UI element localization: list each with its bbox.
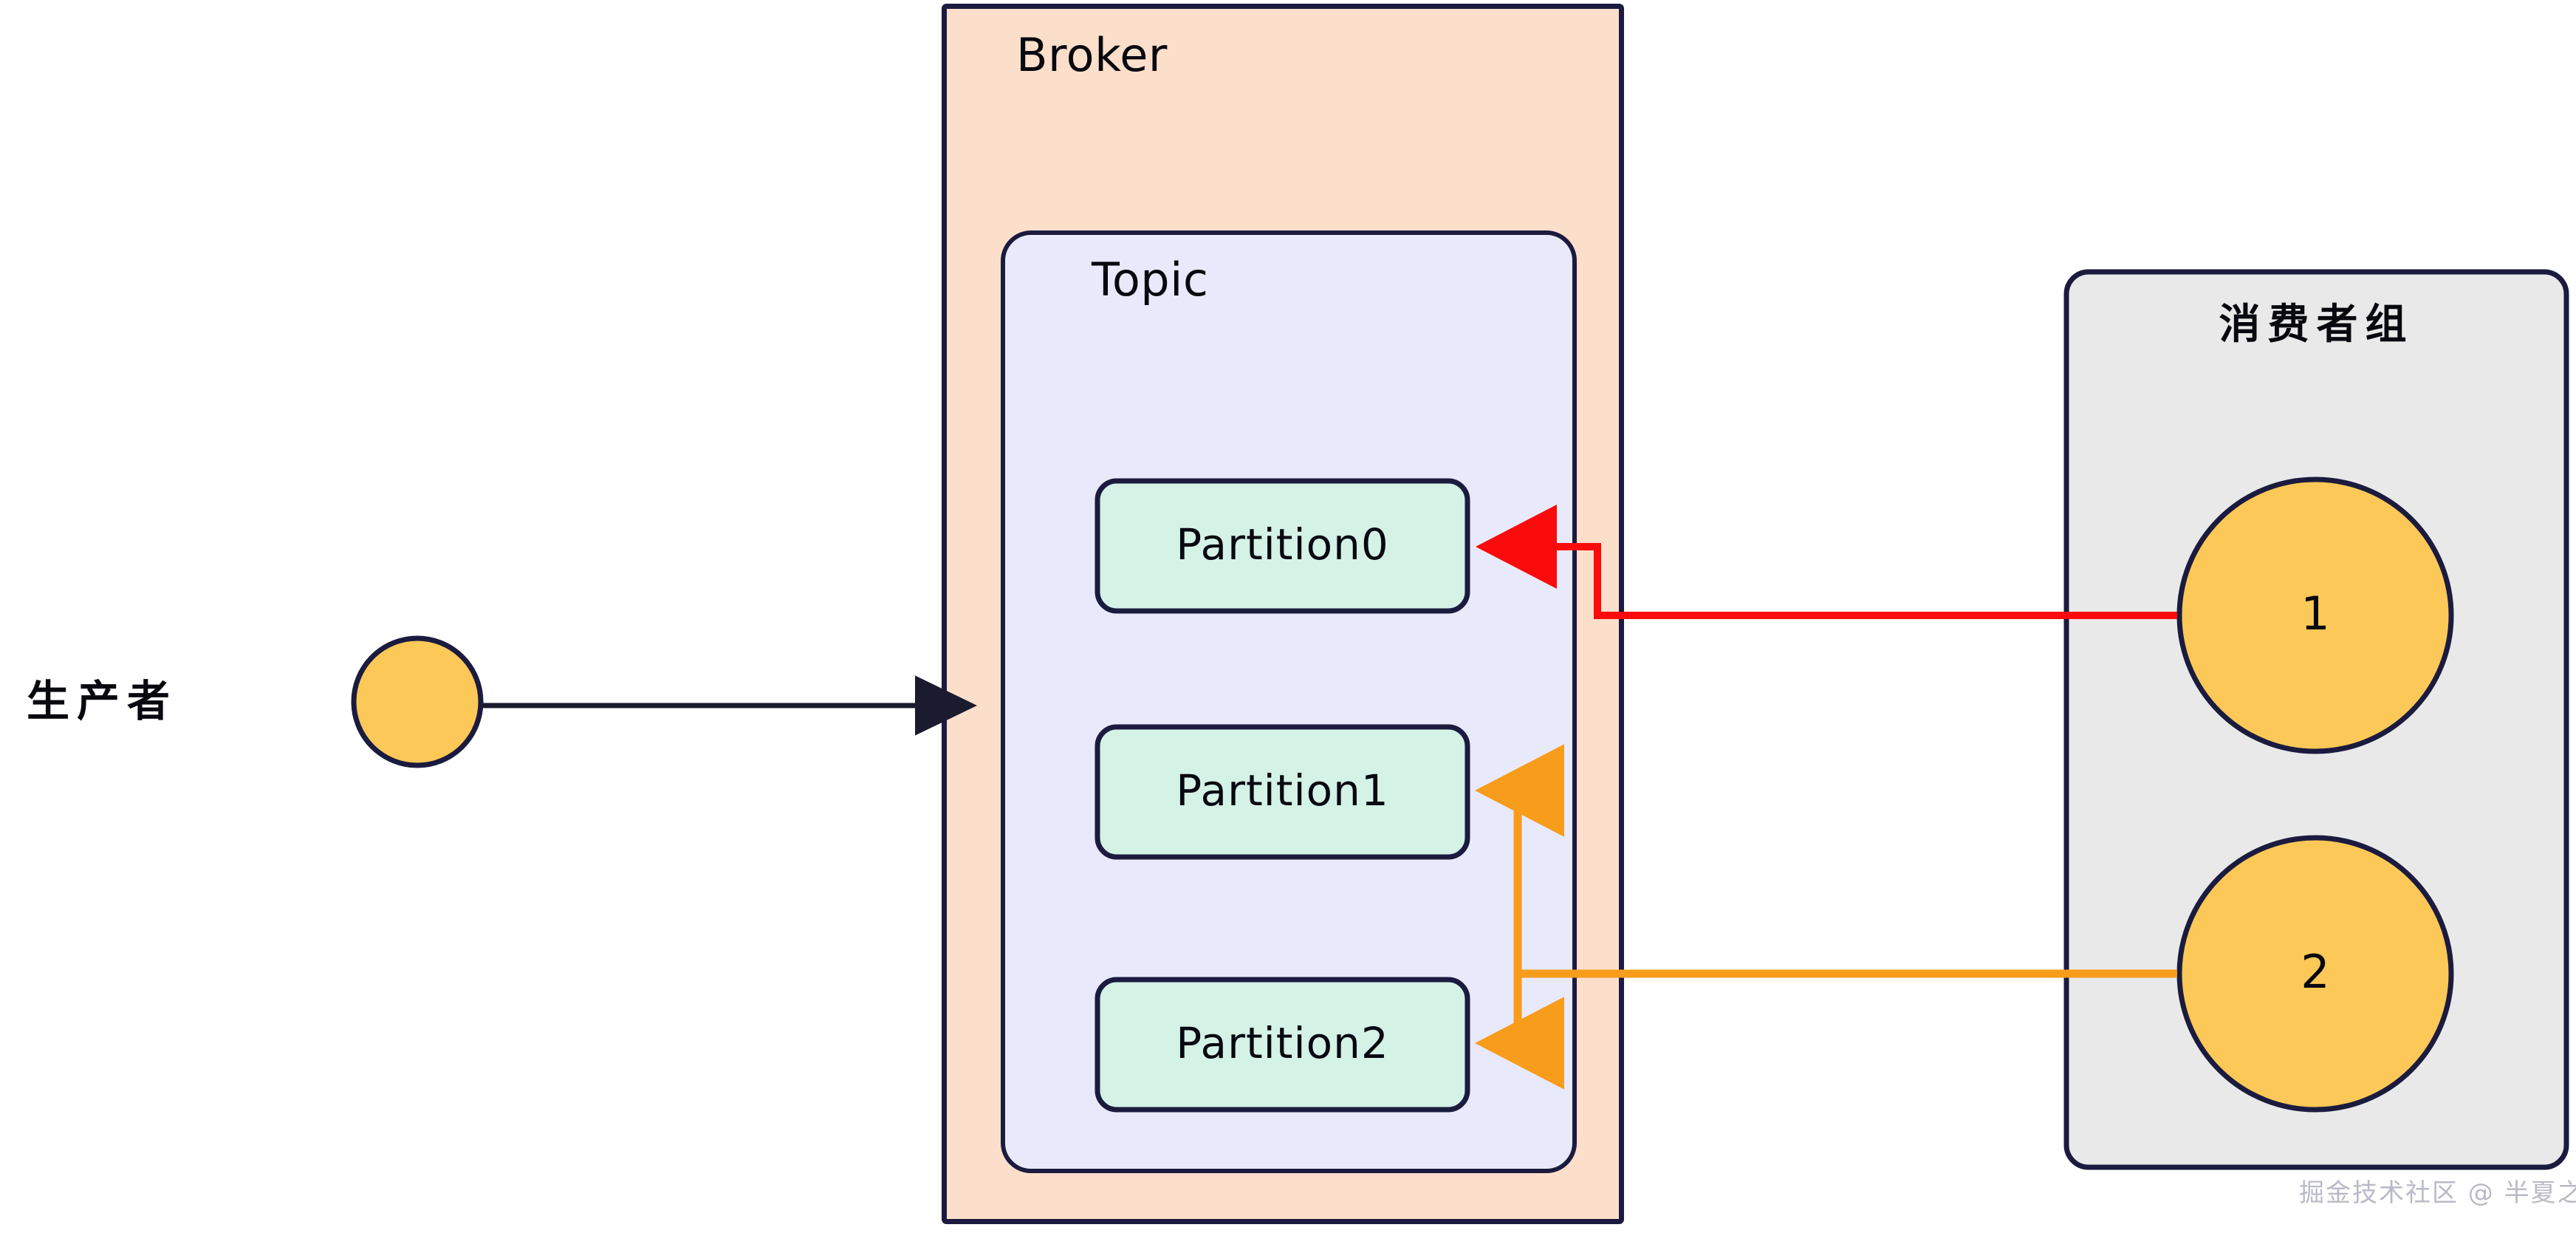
partition-box-1[interactable] xyxy=(1095,724,1470,860)
consumer-circle-1[interactable] xyxy=(2176,477,2454,754)
consumer-circle-2[interactable] xyxy=(2176,835,2454,1113)
consumer2-to-partition1-arrow xyxy=(1475,744,2177,978)
consumer1-to-partition0-arrow xyxy=(1476,505,2177,619)
partition-box-0[interactable] xyxy=(1095,478,1470,614)
partition-box-2[interactable] xyxy=(1095,977,1470,1113)
consumer2-to-partition2-arrow xyxy=(1475,974,1564,1090)
topic-box xyxy=(1001,230,1577,1173)
producer-circle[interactable] xyxy=(351,635,484,768)
